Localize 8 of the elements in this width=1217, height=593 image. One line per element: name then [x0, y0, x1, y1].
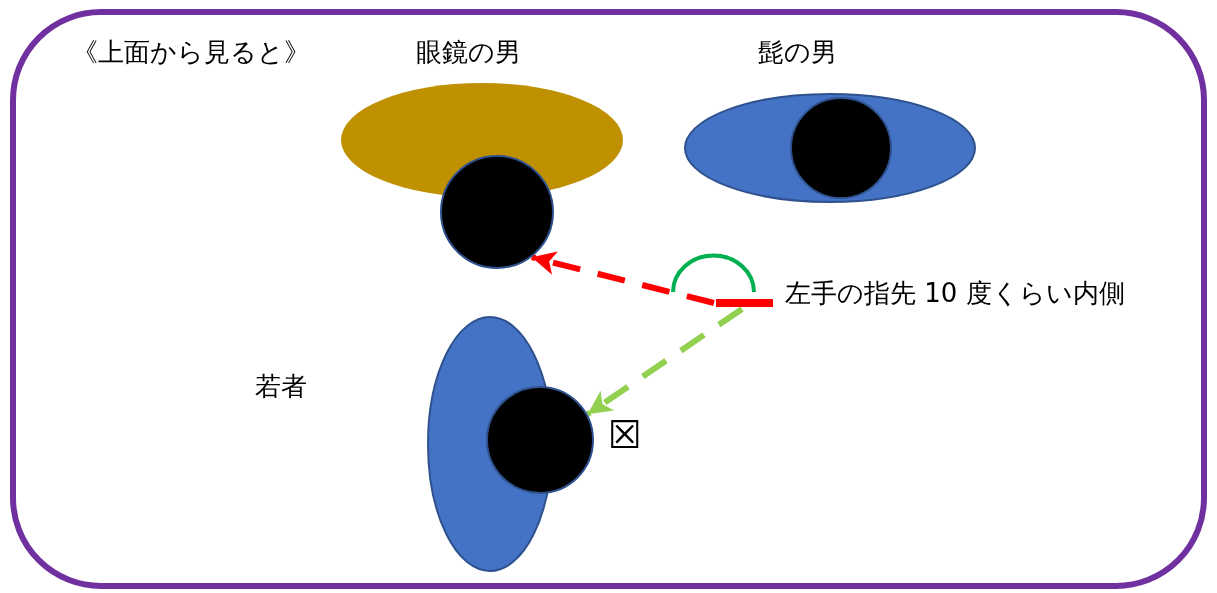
person-label: 若者 [255, 370, 307, 403]
note-text: 左手の指先 10 度くらい内側 [785, 277, 1125, 310]
arrow [585, 306, 744, 417]
person-label: 髭の男 [758, 36, 837, 69]
heading: 《上面から見ると》 [72, 36, 310, 69]
person-label: 眼鏡の男 [416, 36, 521, 69]
arrow [530, 251, 715, 306]
cross-mark: ☒ [608, 414, 643, 456]
